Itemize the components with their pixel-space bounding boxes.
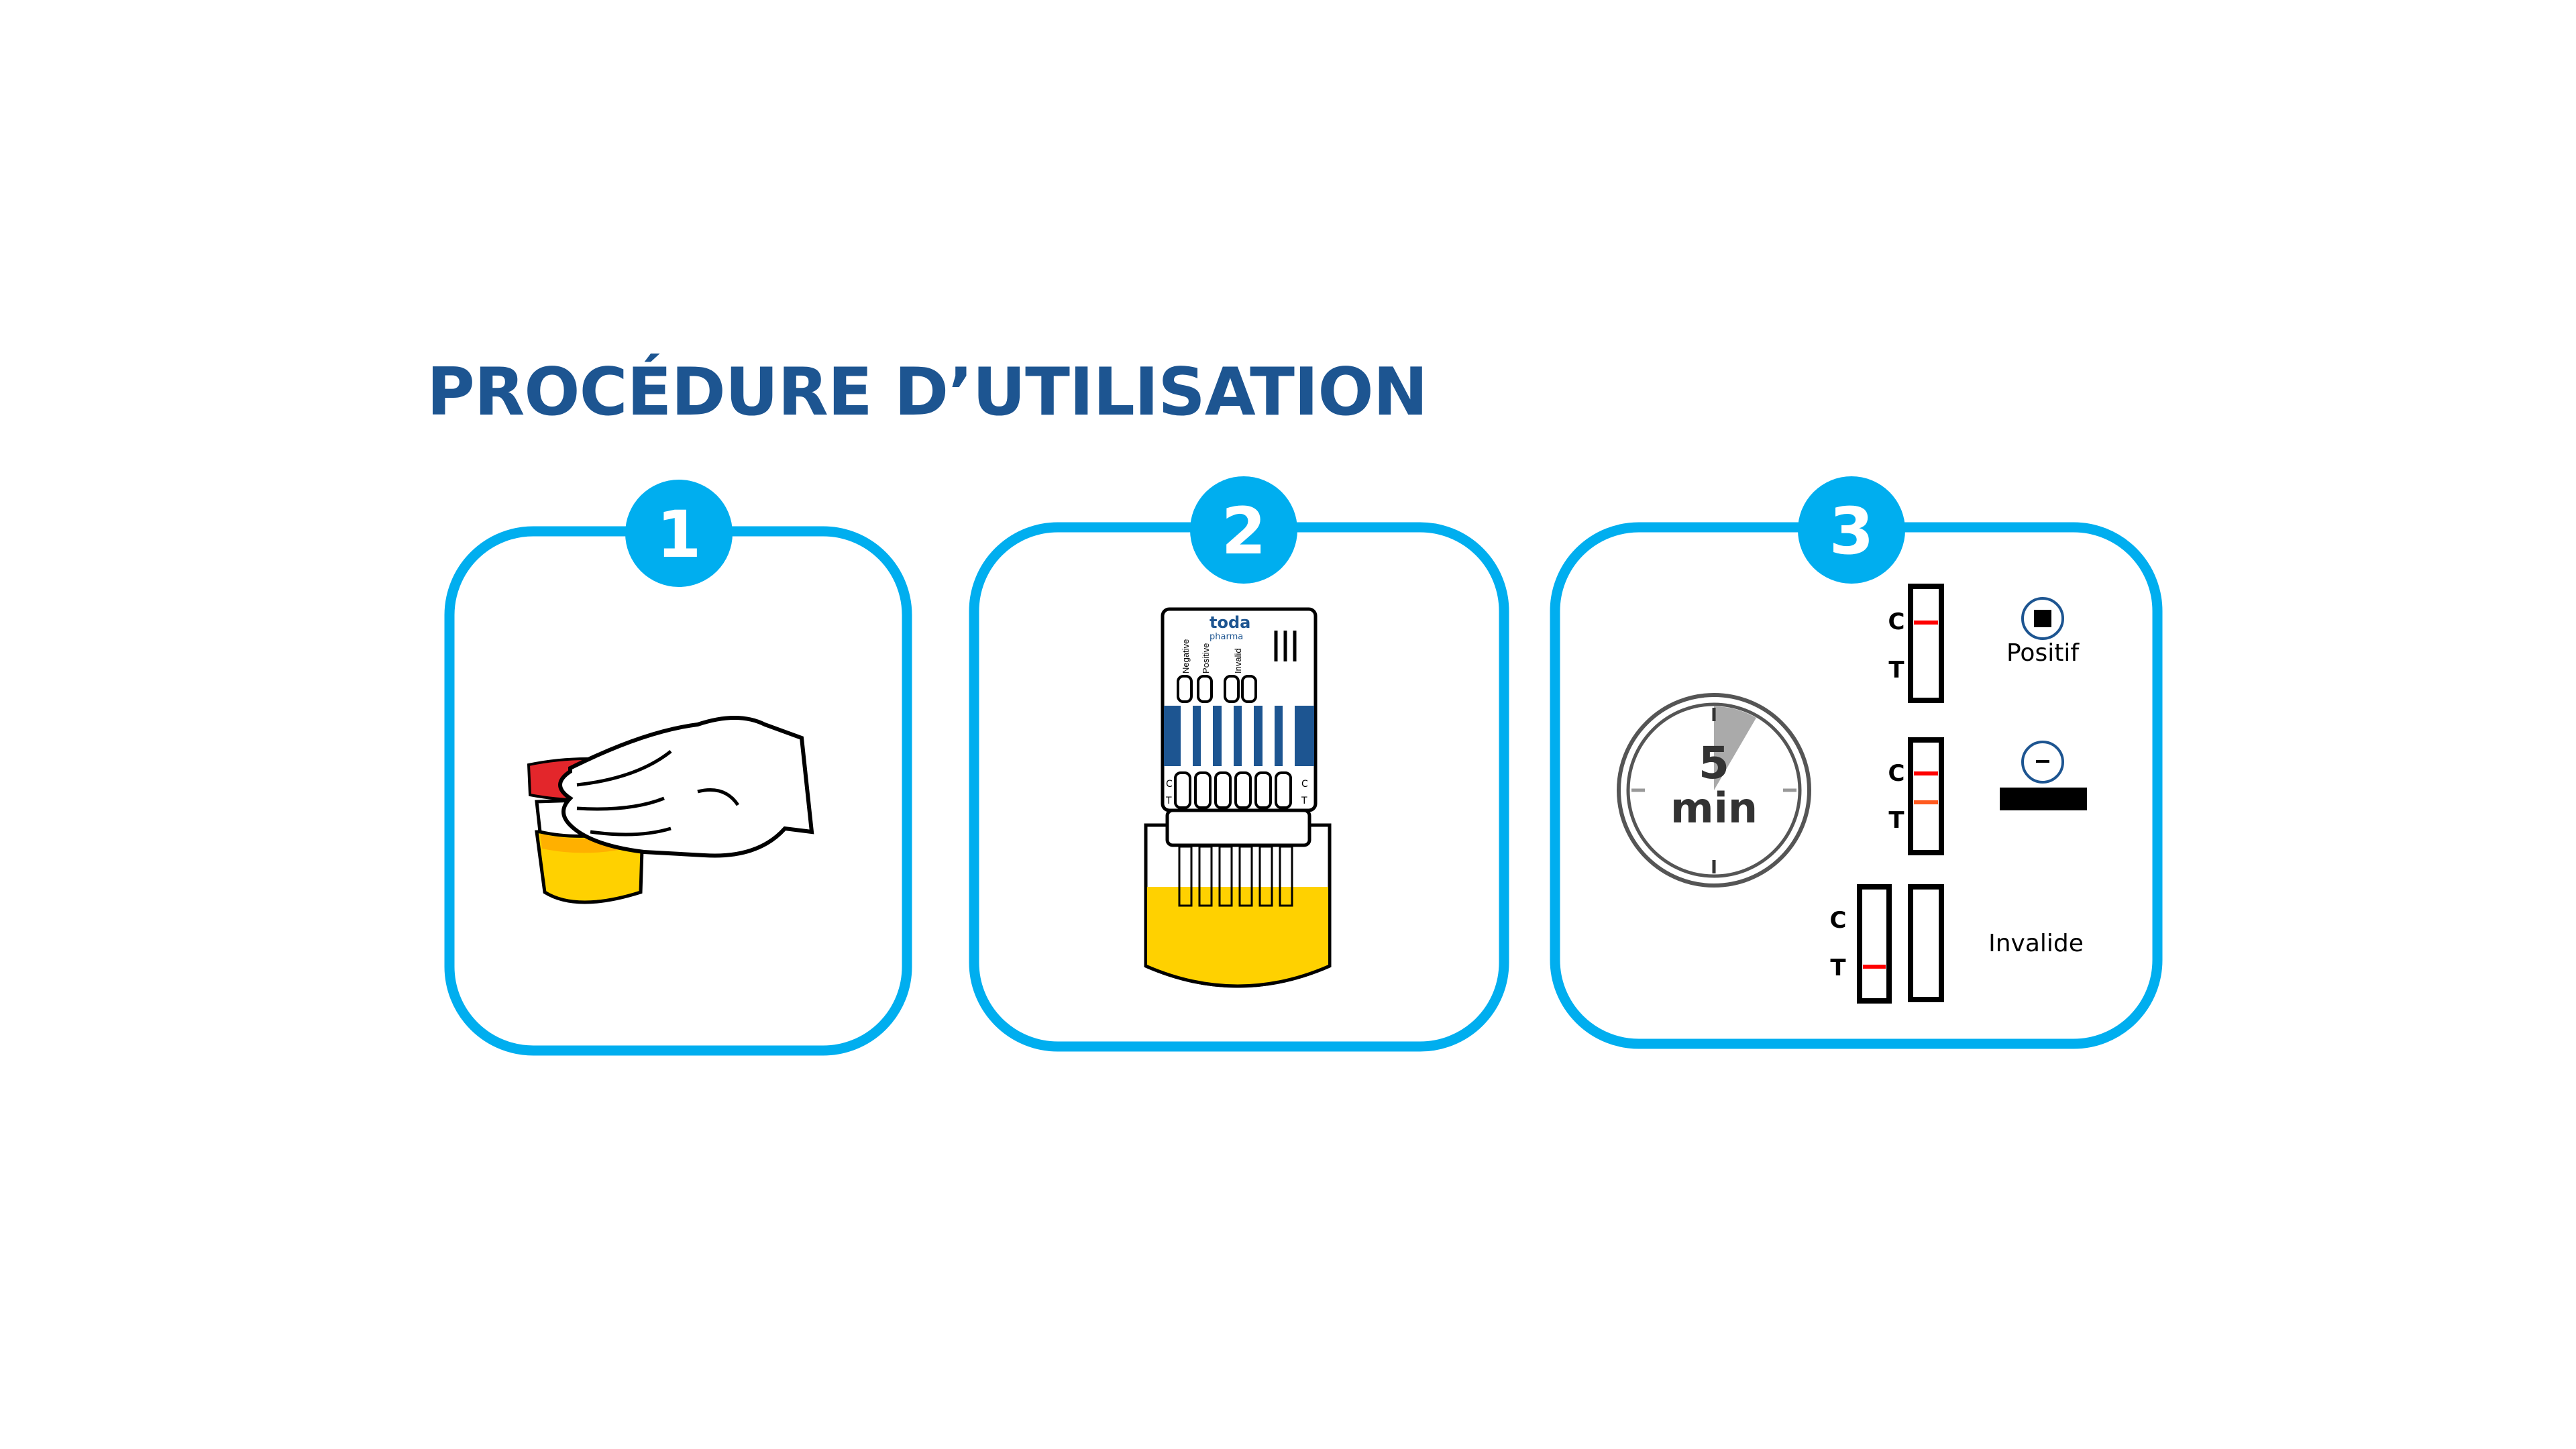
step-1-panel: 1 bbox=[444, 480, 912, 1056]
step-3-number: 3 bbox=[1829, 494, 1874, 569]
negative-label-redacted bbox=[2000, 788, 2087, 810]
result-negative: C T bbox=[1888, 737, 2087, 855]
legend-positive: Positive bbox=[1201, 643, 1211, 674]
card-t-label-left: T bbox=[1165, 796, 1172, 806]
timer-icon: 5 min bbox=[1617, 693, 1811, 888]
step-2-number: 2 bbox=[1222, 494, 1267, 569]
negative-t-label: T bbox=[1888, 807, 1904, 834]
card-c-label-right: C bbox=[1301, 779, 1308, 790]
positive-label: Positif bbox=[2006, 639, 2080, 667]
step-1-badge bbox=[625, 480, 733, 587]
step-2-panel: 2 toda pharma Negative Positive Invalid … bbox=[969, 476, 1509, 1052]
negative-c-label: C bbox=[1888, 760, 1905, 787]
page-title: PROCÉDURE D’UTILISATION bbox=[427, 354, 1428, 431]
invalid-t-label: T bbox=[1830, 955, 1846, 981]
positive-t-label: T bbox=[1888, 657, 1904, 684]
invalid-label: Invalide bbox=[1988, 930, 2084, 957]
legend-negative: Negative bbox=[1181, 639, 1191, 674]
step-2-badge bbox=[1190, 476, 1297, 584]
brand-logo-top: toda bbox=[1210, 613, 1250, 632]
urine-cup-icon bbox=[1144, 823, 1332, 988]
result-invalid: C T Invalide bbox=[1830, 884, 2084, 1004]
step-3-panel: 3 5 min C T Positif C T bbox=[1550, 476, 2163, 1049]
invalid-c-label: C bbox=[1830, 907, 1847, 934]
brand-logo-bottom: pharma bbox=[1210, 632, 1243, 642]
test-card-icon: toda pharma Negative Positive Invalid C … bbox=[1161, 607, 1318, 907]
card-t-label-right: T bbox=[1301, 796, 1307, 806]
positive-c-label: C bbox=[1888, 608, 1905, 635]
timer-unit: min bbox=[1670, 784, 1758, 833]
urine-cup-in-hand-icon bbox=[527, 716, 814, 904]
timer-value: 5 bbox=[1699, 737, 1729, 789]
card-c-label-left: C bbox=[1166, 779, 1173, 790]
step-1-number: 1 bbox=[657, 497, 702, 572]
legend-invalid: Invalid bbox=[1233, 648, 1243, 674]
step-3-badge bbox=[1798, 476, 1905, 584]
result-positive: C T Positif bbox=[1888, 584, 2080, 703]
